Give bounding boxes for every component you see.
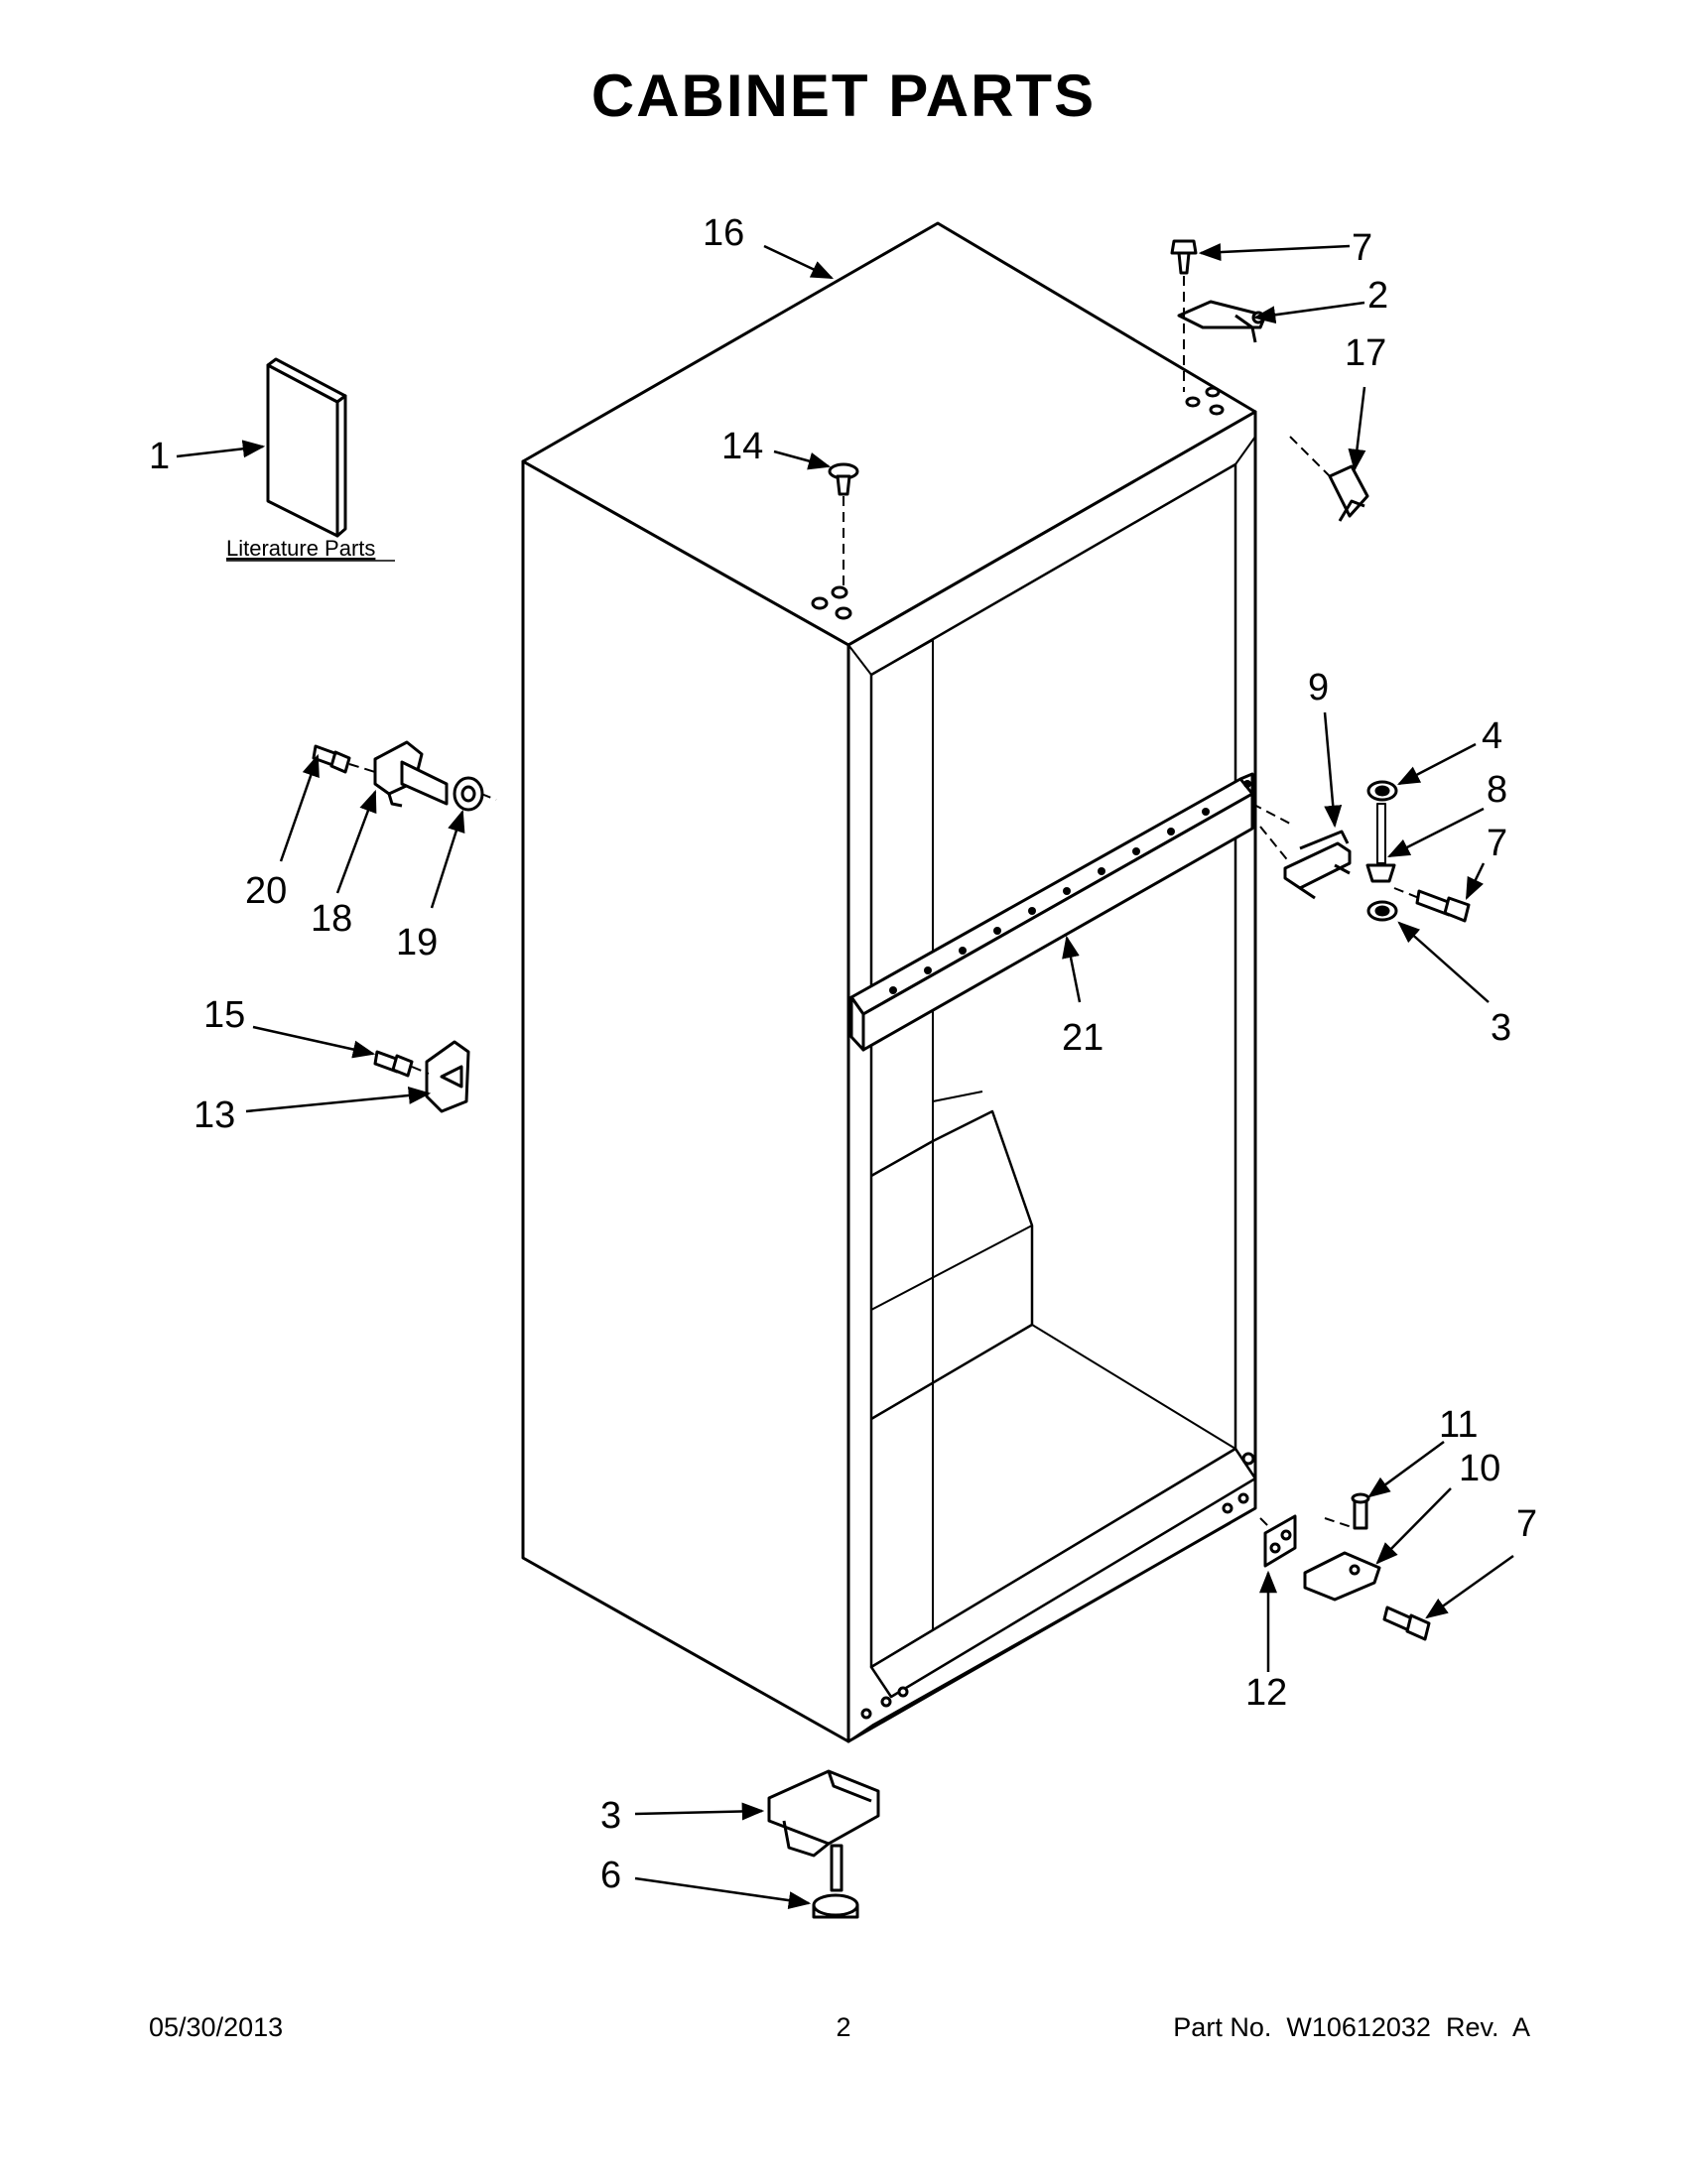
center-hinge-washer-bottom [1366,900,1398,922]
callout-4: 4 [1482,715,1502,757]
center-hinge-screw [1415,889,1471,923]
callout-14: 14 [721,426,763,467]
footer-date: 05/30/2013 [149,2012,284,2042]
handle-mount [373,740,449,808]
bottom-hinge-screw [1382,1606,1431,1641]
top-hinge [1177,300,1267,343]
callout-19: 19 [396,922,438,964]
callout-1: 1 [149,436,170,477]
callout-9: 9 [1308,667,1329,708]
callout-7-mid: 7 [1487,823,1507,864]
literature-parts-label: Literature Parts [226,536,375,561]
footer-part-number: Part No. W10612032 Rev. A [1173,2012,1530,2042]
door-stop [425,1040,470,1113]
callout-21: 21 [1062,1017,1103,1059]
footer-page-number: 2 [836,2012,851,2042]
bottom-hinge-pin [1351,1492,1370,1530]
assembly-centerlines [348,276,1420,1529]
page-title: CABINET PARTS [590,63,1097,129]
center-hinge-pin [1365,803,1396,883]
center-hinge-washer-top [1366,780,1398,802]
callout-11: 11 [1439,1404,1478,1446]
top-plug [828,462,859,496]
door-stop-screw [373,1050,414,1078]
callout-12: 12 [1245,1672,1287,1714]
callout-16: 16 [703,212,744,254]
bottom-hinge-shim [1263,1514,1297,1568]
callout-10: 10 [1459,1448,1500,1489]
callout-20: 20 [245,870,287,912]
leader-lines [176,243,1514,1910]
center-rail [849,772,1254,1052]
top-hinge-screw [1170,239,1198,275]
callout-7-top: 7 [1352,227,1372,269]
callout-8: 8 [1487,769,1507,811]
center-rail-holes [889,780,1251,994]
literature-booklet [266,357,347,538]
callout-7-bottom: 7 [1516,1503,1537,1545]
callout-17: 17 [1345,332,1386,374]
callout-3: 3 [600,1795,621,1837]
leveling-leg [812,1844,859,1919]
callout-6: 6 [600,1855,621,1896]
cabinet-body [521,221,1257,1743]
callout-15: 15 [203,994,245,1036]
handle-mount-screw [312,744,351,774]
callout-18: 18 [311,898,352,940]
callout-labels: 16 1 7 2 17 14 9 4 8 7 3 21 20 18 19 15 … [149,212,1537,1896]
handle-mount-bushing [453,776,484,812]
bottom-hinge [1303,1551,1381,1602]
roller-assembly [767,1769,880,1858]
center-hinge [1283,830,1352,900]
callout-13: 13 [194,1094,235,1136]
callout-5: 3 [1491,1007,1511,1049]
callout-2: 2 [1367,275,1388,317]
top-hinge-cover [1328,464,1369,522]
